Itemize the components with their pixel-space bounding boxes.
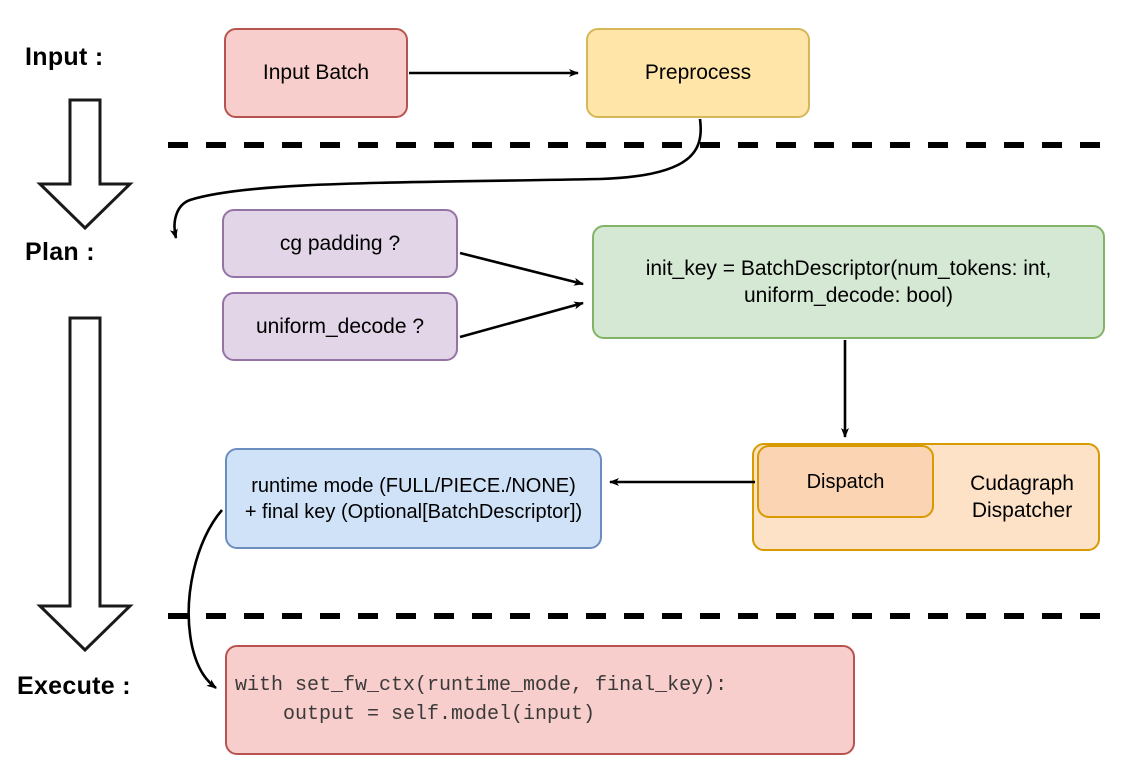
stage-label-input: Input : — [25, 43, 104, 71]
plan-to-execute-flow-arrow — [36, 316, 134, 653]
node-runtime-mode-label: runtime mode (FULL/PIECE./NONE) + final … — [244, 474, 583, 523]
node-uniform-decode-label: uniform_decode ? — [255, 314, 425, 338]
node-cg-padding-label: cg padding ? — [279, 231, 401, 255]
node-dispatch[interactable]: Dispatch — [757, 445, 934, 518]
node-uniform-decode[interactable]: uniform_decode ? — [222, 292, 458, 361]
node-dispatch-label: Dispatch — [806, 470, 885, 493]
node-execute-code-label: with set_fw_ctx(runtime_mode, final_key)… — [235, 674, 728, 726]
stage-label-plan: Plan : — [25, 238, 95, 266]
node-init-key-label: init_key = BatchDescriptor(num_tokens: i… — [645, 256, 1052, 307]
input-to-plan-flow-arrow — [36, 98, 134, 231]
edge-runtime-mode-to-execute-code — [187, 509, 223, 690]
node-init-key[interactable]: init_key = BatchDescriptor(num_tokens: i… — [592, 225, 1105, 339]
stage-label-execute: Execute : — [17, 672, 131, 700]
node-preprocess[interactable]: Preprocess — [586, 28, 810, 118]
node-cg-padding[interactable]: cg padding ? — [222, 209, 458, 278]
edge-uniform-decode-to-init-key — [459, 301, 584, 339]
node-cudagraph-dispatcher-label: Cudagraph Dispatcher — [970, 471, 1074, 522]
node-execute-code[interactable]: with set_fw_ctx(runtime_mode, final_key)… — [225, 645, 855, 755]
node-input-batch[interactable]: Input Batch — [224, 28, 408, 118]
node-input-batch-label: Input Batch — [262, 61, 370, 85]
node-runtime-mode[interactable]: runtime mode (FULL/PIECE./NONE) + final … — [225, 448, 602, 549]
edge-cg-padding-to-init-key — [459, 251, 584, 286]
node-preprocess-label: Preprocess — [644, 61, 752, 85]
